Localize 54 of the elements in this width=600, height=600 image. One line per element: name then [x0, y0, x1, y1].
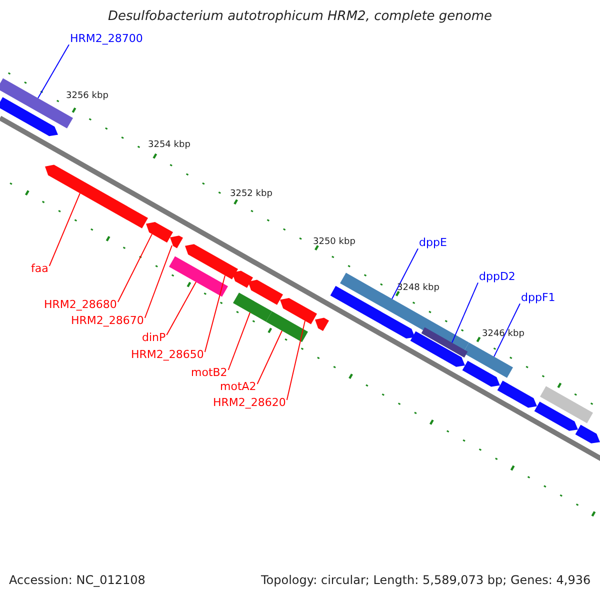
gene-bar: [497, 380, 537, 408]
leader-line: [286, 320, 306, 400]
leader-line: [392, 248, 418, 300]
diagram-title: Desulfobacterium autotrophicum HRM2, complete genome: [106, 10, 494, 25]
gene-bar: [540, 386, 593, 424]
gene-bar: [410, 331, 465, 367]
gene-bar: [232, 270, 253, 288]
leader-line: [204, 274, 226, 352]
gene-label: HRM2_28670: [71, 315, 144, 328]
leader-line: [452, 282, 478, 344]
gene-bar: [575, 424, 600, 444]
gene-label: faa: [31, 263, 48, 276]
scale-label: 3248 kbp: [397, 283, 440, 294]
gene-label: dinP: [142, 332, 166, 345]
gene-label: dppD2: [479, 271, 516, 284]
gene-bar: [0, 97, 58, 136]
footer-text: Accession: NC_012108: [9, 574, 146, 588]
gene-bar: [266, 311, 308, 342]
footer-text: Topology: circular; Length: 5,589,073 bp; Genes: 4,936: [261, 574, 591, 588]
gene-bar: [421, 327, 468, 358]
scale-label: 3250 kbp: [313, 237, 356, 248]
gene-bar: [340, 272, 469, 353]
gene-label: HRM2_28680: [44, 299, 117, 312]
leader-line: [494, 303, 520, 358]
gene-bar: [146, 222, 173, 243]
gene-label: HRM2_28650: [131, 349, 204, 362]
leader-line: [38, 44, 70, 99]
scale-label: 3254 kbp: [148, 140, 190, 150]
gene-bar: [169, 256, 228, 297]
scale-label: 3252 kbp: [230, 189, 272, 200]
gene-label: HRM2_28700: [70, 33, 143, 46]
gene-bar: [280, 298, 317, 324]
scale-label: 3246 kbp: [482, 329, 524, 340]
gene-bar: [45, 164, 148, 228]
gene-bar: [462, 360, 500, 387]
leader-line: [166, 282, 196, 336]
gene-bar: [170, 236, 183, 248]
scale-label: 3256 kbp: [66, 91, 108, 102]
gene-bar: [185, 244, 238, 280]
gene-bar: [534, 402, 578, 431]
gene-label: dppE: [419, 237, 447, 250]
gene-bar: [463, 342, 513, 378]
gene-label: motB2: [191, 367, 228, 380]
leader-line: [117, 234, 152, 302]
leader-line: [256, 330, 282, 384]
gene-label: HRM2_28620: [213, 397, 286, 410]
gene-label: dppF1: [521, 292, 556, 305]
gene-bar: [248, 280, 283, 305]
gene-label: motA2: [220, 381, 256, 394]
leader-line: [48, 192, 80, 266]
gene-bar: [315, 318, 329, 331]
leader-line: [144, 244, 172, 318]
gene-bar: [233, 292, 272, 322]
leader-line: [228, 312, 250, 370]
